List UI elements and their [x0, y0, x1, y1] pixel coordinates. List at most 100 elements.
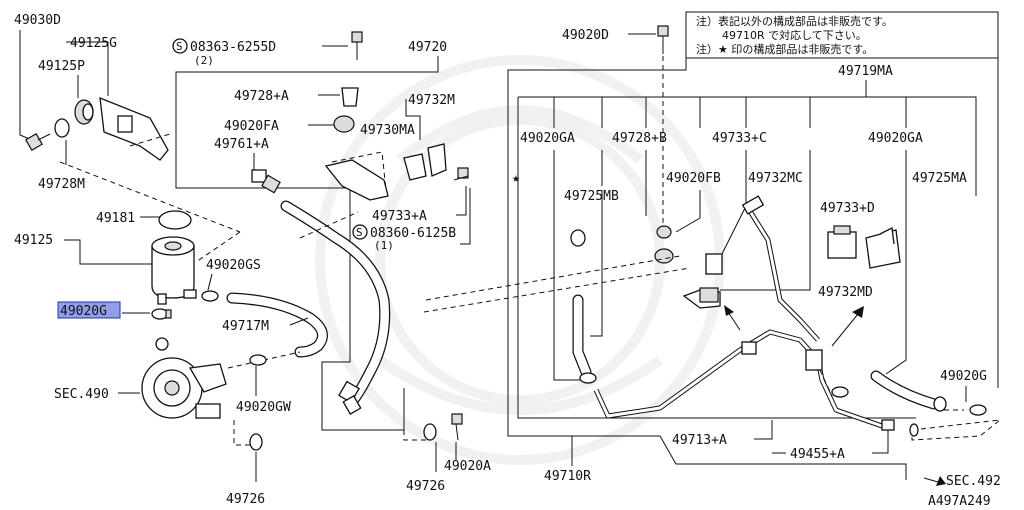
selected-highlight — [57, 301, 121, 319]
center-group: S 08363-6255D (2) 49720 49728+A 49020FA … — [172, 31, 491, 494]
collar-49728B — [656, 225, 672, 239]
label-08363-6255D-qty: (2) — [194, 54, 214, 67]
label-08360-6125B-qty: (1) — [374, 239, 394, 252]
label-49020FB[interactable]: 49020FB — [666, 171, 721, 186]
pipe-49713A — [593, 206, 883, 429]
label-49728M[interactable]: 49728M — [38, 177, 85, 192]
grommet-49020FA — [333, 115, 355, 133]
label-49733D[interactable]: 49733+D — [820, 201, 875, 216]
label-49732M[interactable]: 49732M — [408, 93, 455, 108]
arrow-up-2 — [831, 306, 864, 347]
label-49733A[interactable]: 49733+A — [372, 209, 427, 224]
label-49726-a[interactable]: 49726 — [226, 492, 265, 507]
right-group: 注）表記以外の構成部品は非販売です。 49710R で対応して下さい。 注）★ … — [423, 11, 1002, 509]
bracket-49732MD — [865, 227, 901, 269]
clamp-end — [933, 396, 947, 412]
label-49728B[interactable]: 49728+B — [612, 131, 667, 146]
label-49181[interactable]: 49181 — [96, 211, 135, 226]
label-sec490[interactable]: SEC.490 — [54, 387, 109, 402]
arrow-sec492 — [923, 476, 946, 486]
label-49713A[interactable]: 49713+A — [672, 433, 727, 448]
label-49020FA[interactable]: 49020FA — [224, 119, 279, 134]
label-49125P[interactable]: 49125P — [38, 59, 85, 74]
label-49125[interactable]: 49125 — [14, 233, 53, 248]
label-49733C[interactable]: 49733+C — [712, 131, 767, 146]
hose-49720 — [280, 200, 391, 408]
bracket-49125G — [99, 96, 171, 161]
fitting-top — [741, 195, 765, 215]
fitting-49455A — [881, 419, 895, 431]
collar-49728M — [54, 118, 70, 138]
star-mark: ★ — [512, 171, 520, 186]
label-49725MB[interactable]: 49725MB — [564, 189, 619, 204]
label-49732MD[interactable]: 49732MD — [818, 285, 873, 300]
label-49710R[interactable]: 49710R — [544, 469, 591, 484]
label-49730MA[interactable]: 49730MA — [360, 123, 415, 138]
cap-49181 — [158, 210, 192, 230]
label-08363-6255D[interactable]: 08363-6255D — [190, 40, 276, 55]
clamp-49020G — [151, 308, 172, 320]
clip-right — [805, 349, 823, 371]
grommet-49020GA-a — [570, 229, 586, 247]
s-mark-2: S — [356, 226, 363, 239]
label-49020G-right[interactable]: 49020G — [940, 369, 987, 384]
left-group: 49030D 49125G 49125P 49728M 49181 — [14, 13, 328, 507]
note-line-2: 49710R で対応して下さい。 — [722, 28, 867, 42]
label-49020GA-a[interactable]: 49020GA — [520, 131, 575, 146]
grommet-49020FB — [654, 248, 674, 264]
pump-sec490 — [141, 357, 227, 419]
washer — [155, 337, 169, 351]
label-49020GS[interactable]: 49020GS — [206, 258, 261, 273]
s-circle-1 — [172, 38, 188, 54]
clamp-49020GS — [201, 290, 219, 302]
s-circle-2 — [352, 224, 368, 240]
block-49732MC — [699, 287, 719, 303]
clamp-49020GA-b — [831, 386, 849, 398]
clip-mid — [741, 341, 757, 355]
block-49733D — [827, 225, 857, 259]
note-box — [685, 11, 999, 59]
diagram-code: A497A249 — [928, 494, 991, 509]
label-49761A[interactable]: 49761+A — [214, 137, 269, 152]
label-49725MA[interactable]: 49725MA — [912, 171, 967, 186]
label-49020G-selected[interactable]: 49020G — [60, 304, 107, 319]
label-49020A[interactable]: 49020A — [444, 459, 491, 474]
label-49726-b[interactable]: 49726 — [406, 479, 445, 494]
label-49020D[interactable]: 49020D — [562, 28, 609, 43]
block-49733C — [705, 253, 723, 275]
bolt-49030D — [24, 132, 51, 152]
clamp-49020G-right — [969, 404, 987, 416]
fitting-49720-end — [338, 380, 362, 415]
label-49720[interactable]: 49720 — [408, 40, 447, 55]
bracket-49730MA — [324, 143, 447, 201]
grommet-49125P — [74, 99, 94, 125]
bolt-49020A — [451, 413, 463, 441]
label-49732MC[interactable]: 49732MC — [748, 171, 803, 186]
label-sec492[interactable]: SEC.492 — [946, 474, 1001, 489]
reservoir-49125 — [151, 236, 197, 305]
washer-49726-a — [249, 433, 263, 451]
s-mark-1: S — [176, 40, 183, 53]
bolt-49020D — [657, 25, 669, 54]
note-line-1: 注）表記以外の構成部品は非販売です。 — [696, 14, 893, 28]
label-49455A[interactable]: 49455+A — [790, 447, 845, 462]
bolt-08363-6255D — [351, 31, 363, 60]
label-49125G[interactable]: 49125G — [70, 36, 117, 51]
label-49020GW[interactable]: 49020GW — [236, 400, 291, 415]
collar-49728A — [341, 87, 359, 107]
clamp-49020GW — [249, 354, 267, 396]
bolt-49733A — [453, 167, 469, 181]
label-49717M[interactable]: 49717M — [222, 319, 269, 334]
label-49719MA[interactable]: 49719MA — [838, 64, 893, 79]
hose-49725MA — [870, 370, 940, 410]
label-49728A[interactable]: 49728+A — [234, 89, 289, 104]
label-49020GA-b[interactable]: 49020GA — [868, 131, 923, 146]
label-08360-6125B[interactable]: 08360-6125B — [370, 226, 456, 241]
hose-49725MB — [572, 294, 592, 378]
washer-49726-b — [423, 423, 437, 441]
hose-49717M — [226, 292, 328, 358]
label-49030D[interactable]: 49030D — [14, 13, 61, 28]
union-fitting — [909, 423, 919, 437]
arrow-up-1 — [724, 305, 741, 331]
